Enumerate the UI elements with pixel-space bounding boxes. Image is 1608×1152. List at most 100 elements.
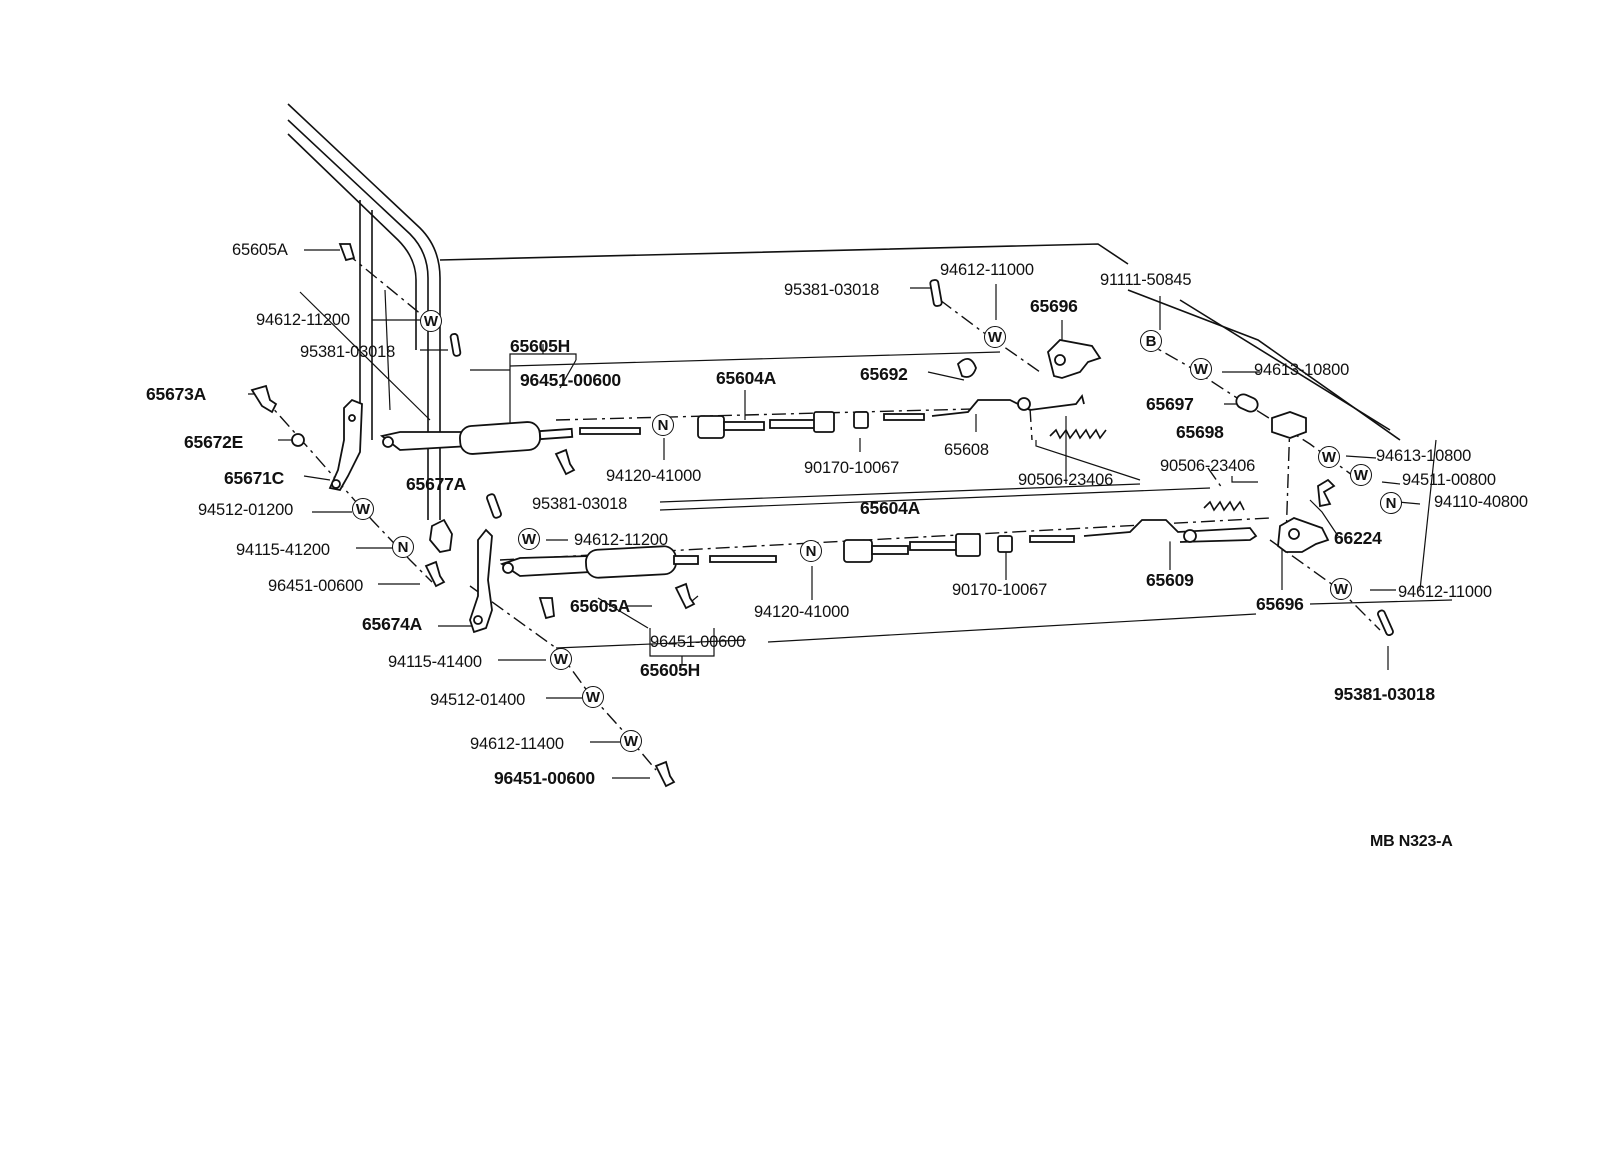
nut-symbol: N	[800, 540, 822, 562]
frame-right-rail2	[1179, 299, 1391, 431]
part-label: 66224	[1334, 528, 1382, 548]
bolt-65605A-top	[338, 243, 356, 262]
part-label: 65697	[1146, 394, 1194, 414]
spring-lower	[1203, 500, 1245, 512]
washer-symbol: W	[1330, 578, 1352, 600]
spring-upper	[1049, 428, 1107, 440]
part-label: 65605A	[570, 596, 631, 616]
bracket-65671C	[328, 398, 363, 492]
door-frame-outer	[287, 103, 441, 520]
washer-symbol: W	[420, 310, 442, 332]
nut-symbol: N	[1380, 492, 1402, 514]
align-vertical-right	[1285, 419, 1291, 541]
part-label: 65609	[1146, 570, 1194, 590]
part-label: 96451-00600	[520, 370, 621, 390]
bolt-96451-c	[674, 582, 696, 610]
lower-rod-assembly	[499, 519, 1258, 579]
align-spring	[1029, 407, 1033, 441]
part-label: 95381-03018	[1334, 684, 1435, 704]
part-label: 65605H	[510, 336, 571, 356]
part-65697	[1235, 393, 1259, 413]
part-label: 95381-03018	[532, 495, 628, 513]
part-label: 94120-41000	[754, 603, 850, 621]
bracket-65674A	[469, 528, 493, 634]
pin-right	[1377, 609, 1394, 637]
part-65672E	[291, 433, 305, 447]
align-upper-rod	[555, 407, 1011, 421]
washer-symbol: W	[582, 686, 604, 708]
bolt-96451-b	[424, 560, 446, 588]
part-label: 94110-40800	[1434, 493, 1528, 511]
align-lower-bracket	[1269, 539, 1381, 631]
part-label: 95381-03018	[784, 281, 880, 299]
bracket-65696-upper	[1047, 339, 1102, 379]
part-label: 65604A	[716, 368, 777, 388]
part-label: 96451-00600	[650, 633, 746, 651]
clip-65692	[956, 358, 977, 378]
part-label: 90506-23406	[1018, 471, 1114, 489]
washer-symbol: W	[984, 326, 1006, 348]
washer-symbol: W	[620, 730, 642, 752]
part-label: 94512-01200	[198, 501, 294, 519]
align-spring2	[1207, 467, 1223, 489]
frame-top-rail	[439, 243, 1129, 265]
spring-bracket-lower	[1231, 476, 1258, 483]
part-label: 65605A	[232, 241, 288, 259]
part-label: 65672E	[184, 432, 244, 452]
part-label: 65674A	[362, 614, 423, 634]
door-frame-inner2	[287, 133, 417, 350]
bracket-65696-lower	[1277, 517, 1330, 553]
washer-symbol: W	[352, 498, 374, 520]
part-label: 95381-03018	[300, 343, 396, 361]
part-label: 94612-11200	[574, 531, 668, 549]
diagram-code: MB N323-A	[1370, 833, 1453, 850]
door-frame-inner	[287, 119, 429, 520]
part-label: 94115-41200	[236, 541, 330, 559]
pin-mid	[486, 493, 502, 519]
part-label: 96451-00600	[494, 768, 595, 788]
upper-rod-assembly	[379, 393, 1085, 455]
part-label: 96451-00600	[268, 577, 364, 595]
nut-symbol: N	[392, 536, 414, 558]
part-label: 65671C	[224, 468, 285, 488]
frame-right-post	[1419, 439, 1437, 591]
part-label: 94613-10800	[1376, 447, 1472, 465]
part-label: 94612-11000	[940, 261, 1034, 279]
part-label: 65605H	[640, 660, 701, 680]
bolt-96451-d	[654, 760, 676, 788]
part-label: 65608	[944, 441, 989, 459]
part-label: 94511-00800	[1402, 471, 1496, 489]
part-label: 65696	[1256, 594, 1304, 614]
bolt-65673A	[250, 384, 278, 414]
part-65698	[1271, 411, 1307, 439]
washer-symbol: W	[1190, 358, 1212, 380]
part-label: 65698	[1176, 422, 1224, 442]
washer-symbol: W	[1318, 446, 1340, 468]
part-label: 90506-23406	[1160, 457, 1256, 475]
part-label: 90170-10067	[952, 581, 1048, 599]
align-65605A	[344, 251, 429, 321]
spring-bracket-upper	[1035, 440, 1141, 481]
part-label: 65677A	[406, 474, 467, 494]
part-label: 94612-11000	[1398, 583, 1492, 601]
part-label: 65696	[1030, 296, 1078, 316]
frame-diag-2	[384, 289, 391, 411]
align-65673A	[261, 395, 433, 583]
part-label: 65692	[860, 364, 908, 384]
washer-symbol: W	[1350, 464, 1372, 486]
part-label: 91111-50845	[1100, 271, 1192, 289]
part-label: 94613-10800	[1254, 361, 1350, 379]
part-label: 65604A	[860, 498, 921, 518]
part-label: 90170-10067	[804, 459, 900, 477]
part-65677A	[429, 518, 453, 553]
part-label: 94612-11200	[256, 311, 350, 329]
pin-upper	[929, 279, 943, 307]
bolt-symbol: B	[1140, 330, 1162, 352]
washer-symbol: W	[518, 528, 540, 550]
washer-symbol: W	[550, 648, 572, 670]
part-label: 94115-41400	[388, 653, 482, 671]
bolt-96451-a	[554, 448, 576, 476]
frame-diag-1	[299, 291, 431, 421]
